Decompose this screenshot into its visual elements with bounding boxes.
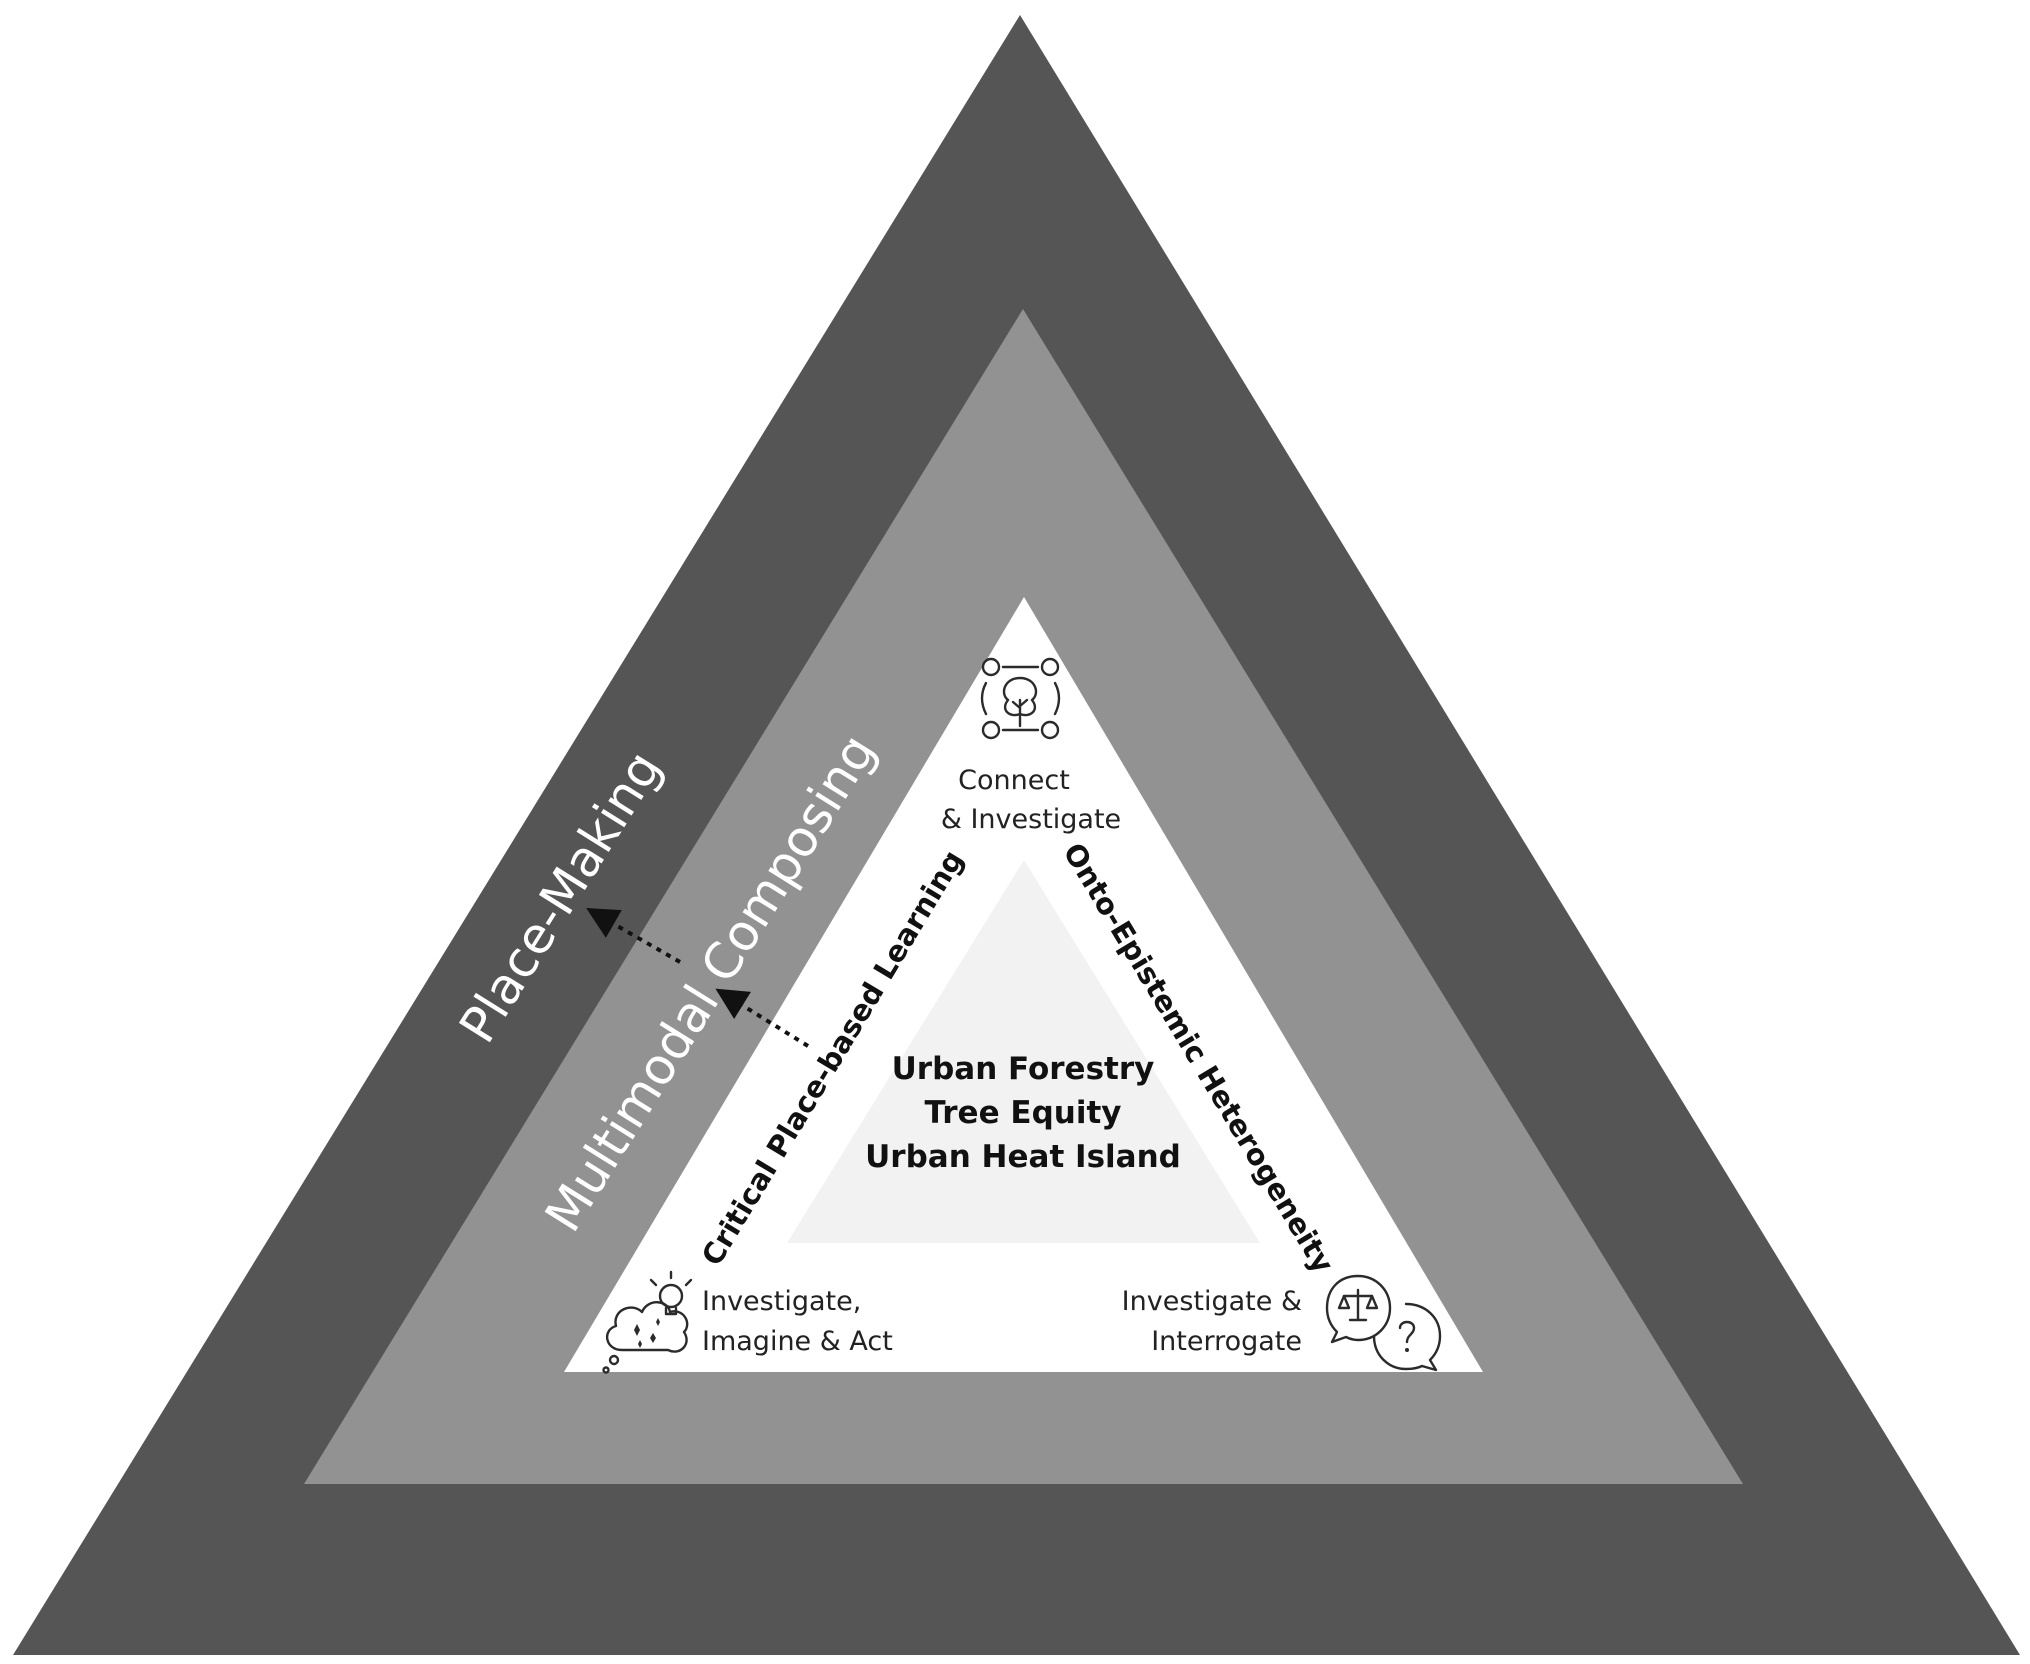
arrow-to-multimodal-composing bbox=[715, 988, 810, 1048]
core-triangle bbox=[787, 860, 1260, 1243]
center-topic-tree-equity: Tree Equity bbox=[925, 1095, 1122, 1131]
scale-question-chat-icon bbox=[1325, 1274, 1442, 1372]
arrow-to-place-making bbox=[586, 908, 681, 964]
investigate-imagine-act-label-line2: Imagine & Act bbox=[702, 1326, 893, 1357]
investigate-interrogate-label-line1: Investigate & bbox=[1122, 1286, 1302, 1317]
center-topic-urban-forestry: Urban Forestry bbox=[892, 1051, 1155, 1087]
idea-cloud-icon bbox=[602, 1270, 693, 1374]
investigate-imagine-act-label-line1: Investigate, bbox=[702, 1286, 861, 1317]
investigate-interrogate-label-line2: Interrogate bbox=[1151, 1326, 1302, 1357]
center-topic-urban-heat-island: Urban Heat Island bbox=[865, 1139, 1181, 1175]
tree-network-icon bbox=[980, 657, 1061, 740]
connect-investigate-label-line1: Connect bbox=[958, 765, 1070, 796]
connect-investigate-label-line2: & Investigate bbox=[941, 804, 1121, 835]
